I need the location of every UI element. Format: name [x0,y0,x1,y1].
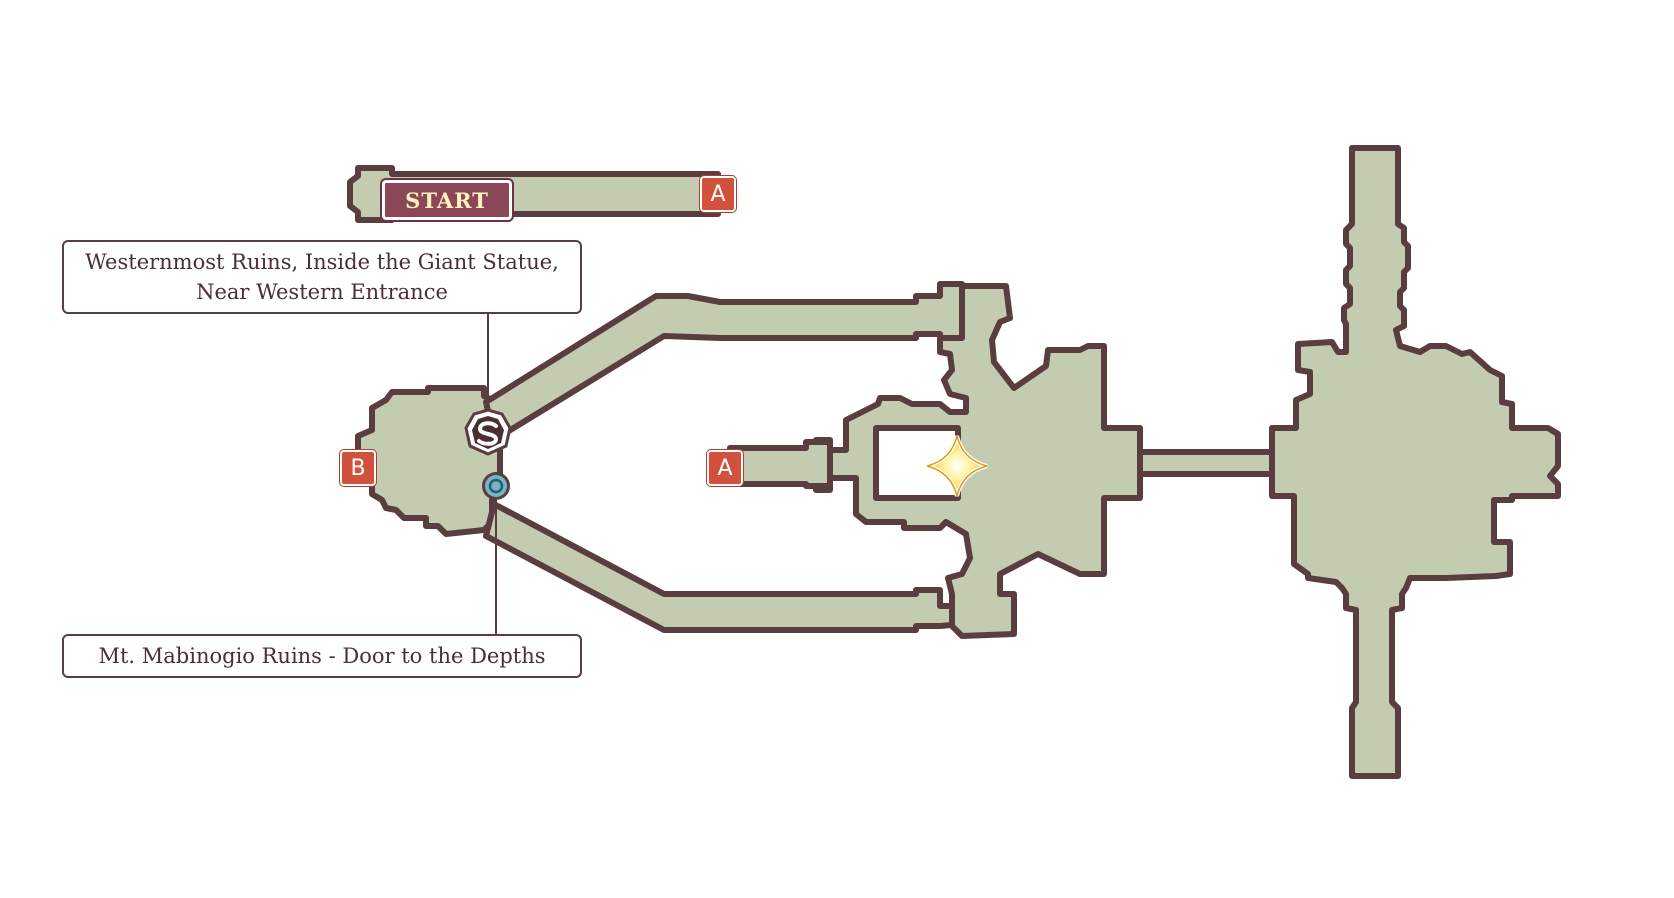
door-callout-text: Mt. Mabinogio Ruins - Door to the Depths [98,644,546,668]
waypoint-a-top-badge[interactable]: A [699,175,737,213]
gold-diamond-icon[interactable] [926,435,988,497]
right-cross-hub [1269,145,1561,779]
east-connector [1137,449,1275,477]
statue-location-callout: Westernmost Ruins, Inside the Giant Stat… [62,240,582,314]
waypoint-b-badge[interactable]: B [339,449,377,487]
statue-callout-line-1: Westernmost Ruins, Inside the Giant Stat… [85,250,559,274]
teleport-ring-icon[interactable] [482,472,510,500]
left-hub-room [355,385,503,537]
waypoint-a-mid-badge[interactable]: A [706,449,744,487]
start-marker: START [380,178,514,222]
s-emblem-icon[interactable] [464,408,512,456]
door-location-callout: Mt. Mabinogio Ruins - Door to the Depths [62,634,582,678]
west-dead-end-corridor [727,439,833,489]
statue-callout-line-2: Near Western Entrance [196,280,448,304]
